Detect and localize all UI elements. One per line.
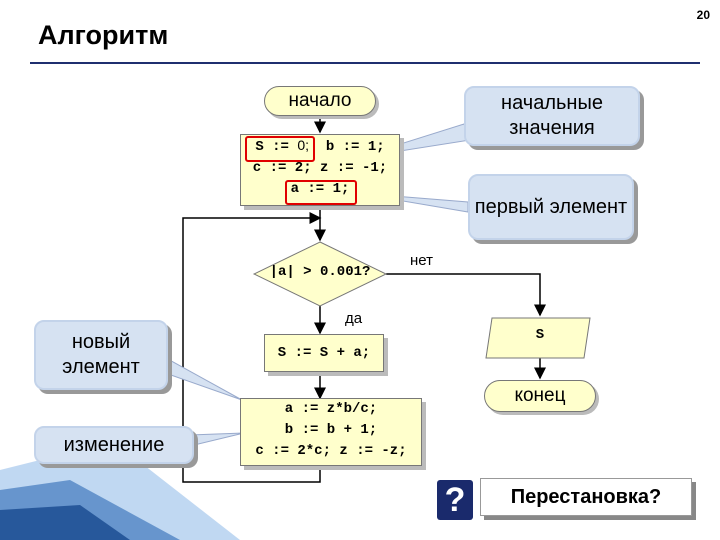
update-line-2: b := b + 1; [241,420,421,441]
update-block: a := z*b/c; b := b + 1; c := 2*c; z := -… [240,398,422,466]
no-label: нет [410,252,433,269]
pointer-change [190,433,244,446]
start-terminator: начало [264,86,376,116]
callout-initial-values: начальные значения [464,86,640,146]
arrow-condition-no [386,274,540,315]
output-text: S [496,327,584,343]
init-b-assign: b := 1; [309,139,385,155]
update-line-1: a := z*b/c; [241,399,421,420]
highlight-first-element [285,180,357,205]
update-line-3: c := 2*c; z := -z; [241,441,421,462]
question-icon: ? [437,480,473,520]
sum-block: S := S + a; [264,334,384,372]
question-box: Перестановка? [480,478,692,516]
highlight-initial-values [245,136,315,162]
callout-change: изменение [34,426,194,464]
end-terminator: конец [484,380,596,412]
callout-new-element: новый элемент [34,320,168,390]
yes-label: да [345,310,362,327]
callout-first-element: первый элемент [468,174,634,240]
pointer-new-element [166,358,242,400]
condition-text: |a| > 0.001? [260,264,380,280]
